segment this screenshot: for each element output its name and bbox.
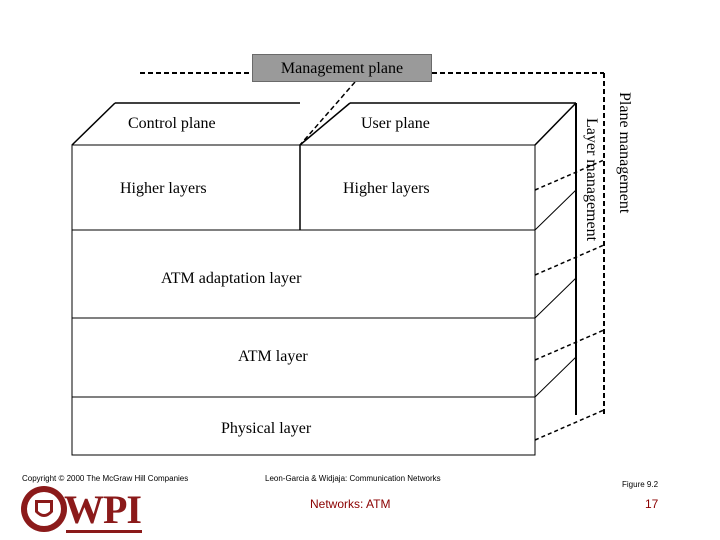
higher-layers-left-label: Higher layers	[120, 180, 207, 197]
control-plane-roof-left	[71, 102, 116, 146]
footer-title: Networks: ATM	[310, 497, 391, 511]
user-plane-roof-right	[534, 102, 577, 146]
plane-mgmt-link-3	[534, 329, 605, 361]
page-number: 17	[645, 497, 659, 511]
management-plane-label: Management plane	[280, 60, 404, 77]
plane-mgmt-link-2	[534, 244, 605, 276]
copyright-text: Copyright © 2000 The McGraw Hill Compani…	[22, 474, 189, 483]
wpi-seal-icon	[21, 486, 67, 532]
wpi-logo-underline	[66, 530, 142, 533]
management-plane-box: Management plane	[252, 54, 432, 82]
layer-management-label: Layer management	[583, 118, 600, 242]
layer-mgmt-link-2	[534, 277, 577, 319]
management-diagonal	[299, 81, 356, 146]
atm-layer-label: ATM layer	[238, 348, 308, 365]
citation-text: Leon-Garcia & Widjaja: Communication Net…	[265, 474, 441, 483]
physical-layer-label: Physical layer	[221, 420, 312, 437]
layer-mgmt-link-1	[534, 189, 577, 231]
split-diagonal	[299, 102, 351, 146]
plane-mgmt-link-1	[534, 159, 605, 191]
control-plane-label: Control plane	[128, 115, 216, 132]
layer-mgmt-link-3	[534, 356, 577, 398]
plane-management-label: Plane management	[616, 92, 633, 214]
higher-layers-right-label: Higher layers	[343, 180, 430, 197]
user-plane-label: User plane	[361, 115, 430, 132]
plane-mgmt-link-4	[534, 409, 605, 441]
aal-label: ATM adaptation layer	[161, 270, 302, 287]
wpi-logo: WPI	[64, 487, 142, 532]
figure-label: Figure 9.2	[622, 480, 659, 489]
layer-stack	[71, 144, 536, 456]
